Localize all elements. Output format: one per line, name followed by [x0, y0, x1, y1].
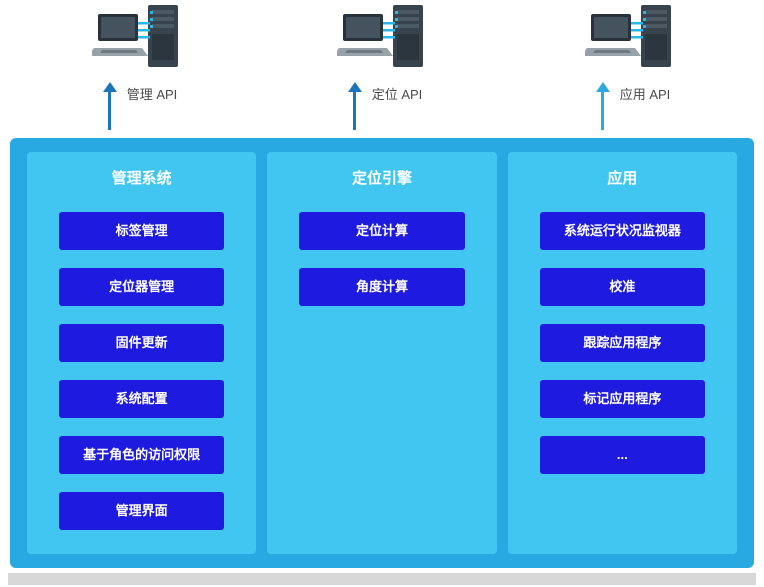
- api-node-application: 应用 API: [543, 4, 723, 130]
- module-button: 系统运行状况监视器: [539, 212, 705, 250]
- module-button: 系统配置: [59, 380, 225, 418]
- column-title: 应用: [607, 170, 638, 187]
- up-arrow-icon: [595, 82, 610, 130]
- column-title: 定位引擎: [351, 170, 412, 187]
- module-button: 标记应用程序: [539, 380, 705, 418]
- module-button: 基于角色的访问权限: [59, 436, 225, 474]
- column-title: 管理系统: [111, 170, 172, 187]
- bottom-shadow-strip: [8, 573, 756, 585]
- module-button: 校准: [539, 268, 705, 306]
- api-node-management: 管理 API: [50, 4, 230, 130]
- api-label: 定位 API: [371, 87, 423, 102]
- module-button: 定位器管理: [59, 268, 225, 306]
- laptop-server-icon: [585, 4, 681, 76]
- module-button: 跟踪应用程序: [539, 324, 705, 362]
- laptop-server-icon: [92, 4, 188, 76]
- module-button: 固件更新: [59, 324, 225, 362]
- api-label: 管理 API: [126, 87, 178, 102]
- architecture-container: 管理系统 标签管理 定位器管理 固件更新 系统配置 基于角色的访问权限 管理界面…: [10, 138, 754, 568]
- module-button: 标签管理: [59, 212, 225, 250]
- column-applications: 应用 系统运行状况监视器 校准 跟踪应用程序 标记应用程序 ...: [507, 152, 737, 554]
- column-management-system: 管理系统 标签管理 定位器管理 固件更新 系统配置 基于角色的访问权限 管理界面: [27, 152, 257, 554]
- up-arrow-icon: [347, 82, 362, 130]
- laptop-server-icon: [337, 4, 433, 76]
- module-button: ...: [539, 436, 705, 474]
- module-button: 定位计算: [299, 212, 465, 250]
- api-label: 应用 API: [619, 87, 671, 102]
- api-node-positioning: 定位 API: [295, 4, 475, 130]
- module-button: 管理界面: [59, 492, 225, 530]
- column-positioning-engine: 定位引擎 定位计算 角度计算: [267, 152, 497, 554]
- up-arrow-icon: [102, 82, 117, 130]
- module-button: 角度计算: [299, 268, 465, 306]
